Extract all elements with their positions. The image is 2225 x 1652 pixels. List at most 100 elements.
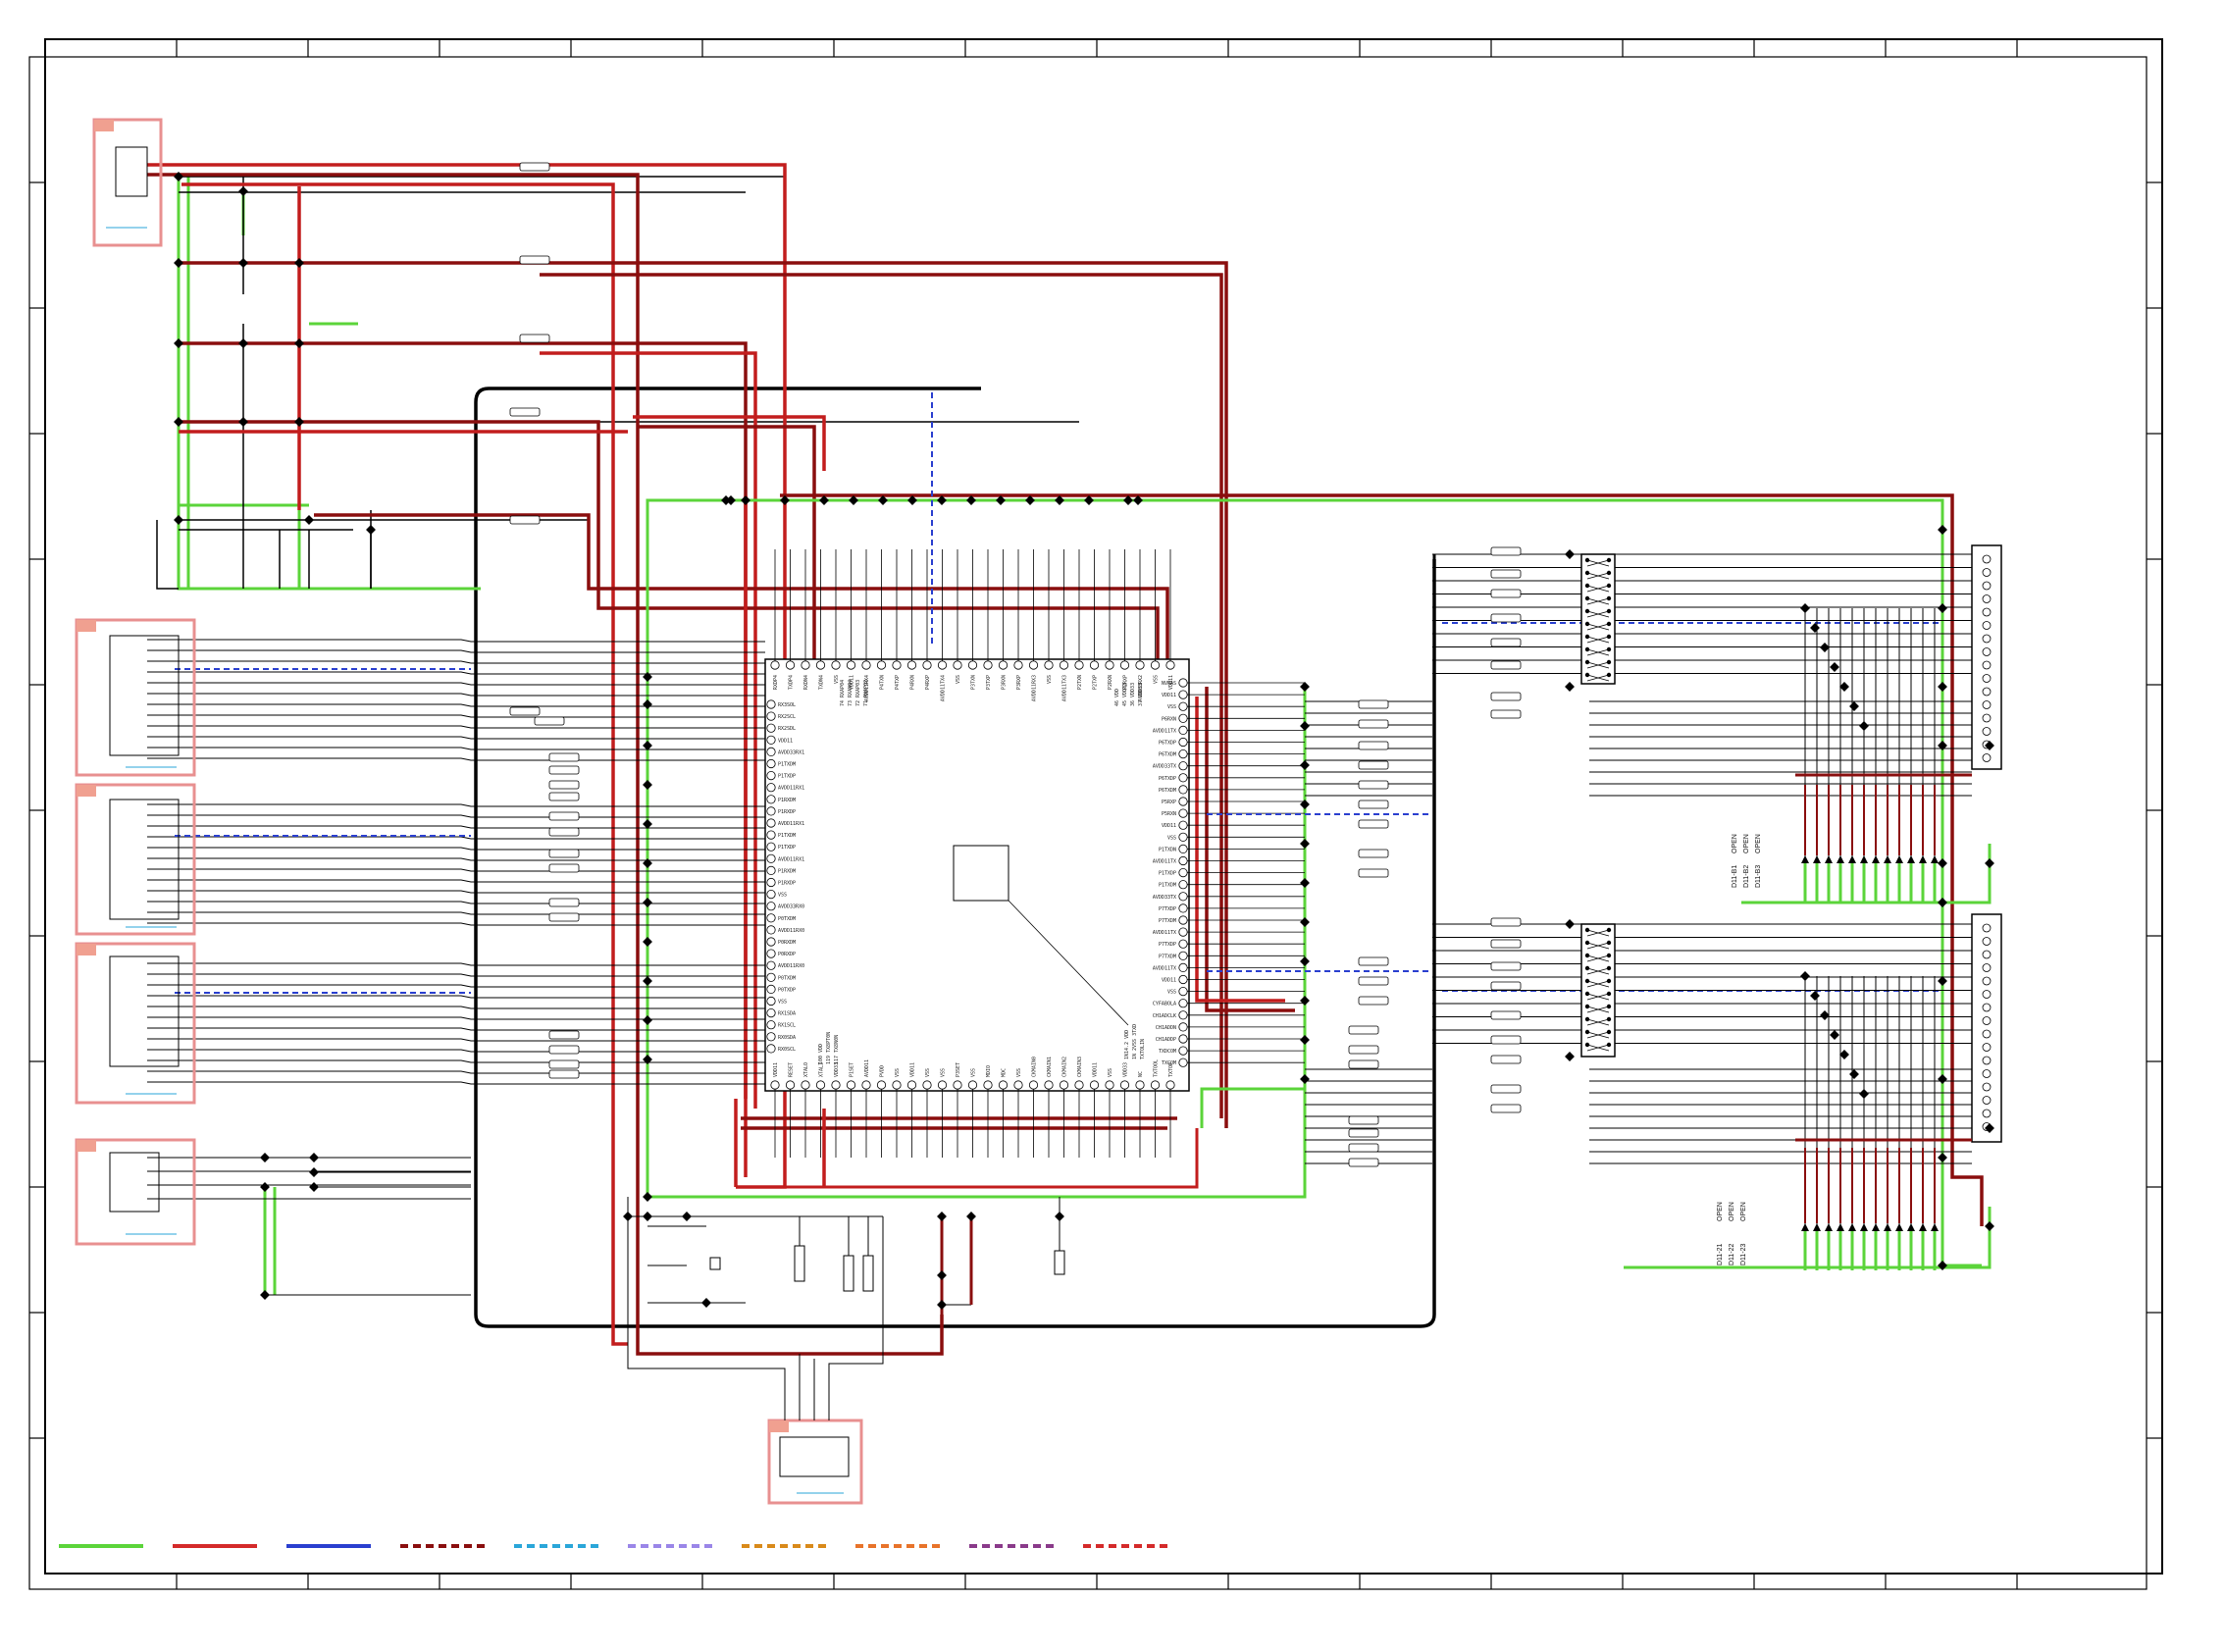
chip-pin-label-bottom: P3SET xyxy=(956,1062,961,1077)
chip-pin-left xyxy=(766,902,776,911)
chip-pin-bottom xyxy=(815,1080,826,1090)
connector-right-lower xyxy=(1971,913,2002,1143)
chip-pin-label-left: VSS xyxy=(778,1000,787,1006)
chip-pin-label-top: AVDD11RX3 xyxy=(1032,675,1038,701)
chip-pin-label-left: P1TXDP xyxy=(778,774,796,780)
chip-pin-bottom xyxy=(1119,1080,1130,1090)
diode-label-upper-3: D11-B3 xyxy=(1755,865,1762,888)
chip-pin-right xyxy=(1178,1034,1188,1044)
chip-inner-note-top: 73 RXAN04 xyxy=(848,680,854,706)
chip-pin-top xyxy=(922,660,932,670)
chip-pin-left xyxy=(766,818,776,828)
chip-pin-top xyxy=(1165,660,1175,670)
chip-pin-label-bottom: TXTOOL xyxy=(1154,1059,1160,1077)
chip-pin-right xyxy=(1178,867,1188,878)
chip-pin-label-top: P3TXP xyxy=(986,675,992,690)
connector-j3 xyxy=(75,783,196,936)
chip-pin-top xyxy=(861,660,871,670)
chip-pin-left xyxy=(766,758,776,769)
chip-pin-label-top: RXDN4 xyxy=(803,675,809,690)
chip-pin-label-bottom: VSS xyxy=(1108,1068,1113,1077)
chip-pin-right xyxy=(1178,832,1188,842)
diode-array-upper: D11-B1 D11-B2 D11-B3 OPEN OPEN OPEN xyxy=(1732,773,1992,904)
chip-pin-label-left: P1RXDP xyxy=(778,809,796,815)
chip-pin-right xyxy=(1178,999,1188,1008)
chip-pin-right xyxy=(1178,892,1188,902)
chip-pin-label-left: P0RXDM xyxy=(778,940,796,946)
chip-pin-right xyxy=(1178,974,1188,985)
chip-pin-label-top: VSS xyxy=(1154,675,1160,684)
power-filter-network xyxy=(177,177,481,591)
chip-pin-label-right: VDD11 xyxy=(1162,693,1176,698)
chip-pin-bottom xyxy=(1165,1080,1175,1090)
chip-pin-top xyxy=(937,660,948,670)
chip-pin-top xyxy=(1044,660,1054,670)
chip-pin-label-bottom: VDD33 xyxy=(834,1062,840,1077)
chip-pin-label-left: RX1SDA xyxy=(778,1011,796,1017)
chip-pin-label-right: CH1ADDN xyxy=(1156,1025,1176,1031)
chip-inner-note-top: 72 RXAP03 xyxy=(855,680,861,706)
connector-j1 xyxy=(92,118,163,247)
chip-pin-bottom xyxy=(1013,1080,1023,1090)
chip-pin-right xyxy=(1178,701,1188,711)
chip-pin-bottom xyxy=(876,1080,887,1090)
chip-pin-bottom xyxy=(801,1080,810,1090)
chip-pin-right xyxy=(1178,725,1188,736)
connector-j5 xyxy=(75,1138,196,1246)
chip-pin-label-right: P5RXN xyxy=(1162,811,1176,817)
chip-pin-left xyxy=(766,949,776,958)
chip-pin-right xyxy=(1178,797,1188,806)
chip-pin-right xyxy=(1178,761,1188,771)
chip-pin-label-right: P7TXDM xyxy=(1159,918,1176,924)
chip-pin-top xyxy=(1074,660,1084,670)
chip-pin-label-right: AVDD11TX xyxy=(1153,728,1176,734)
bottom-resistors-red xyxy=(785,1128,1199,1354)
chip-pin-bottom xyxy=(953,1080,962,1090)
diode-label-lower-2: D11-22 xyxy=(1729,1243,1735,1265)
chip-pin-label-left: AVDD11RX1 xyxy=(778,821,804,827)
chip-pin-label-right: VSS xyxy=(1167,990,1176,996)
chip-pin-label-right: P7TXDP xyxy=(1159,942,1176,948)
chip-pin-label-right: P1TXDM xyxy=(1159,883,1176,889)
chip-pin-right xyxy=(1178,844,1188,854)
chip-pin-top xyxy=(1028,660,1039,670)
chip-pin-top xyxy=(770,660,780,670)
chip-pin-label-top: TXDN4 xyxy=(819,675,825,690)
chip-pin-label-left: RX2SCL xyxy=(778,714,796,720)
chip-pin-label-bottom: CKMAIN2 xyxy=(1062,1057,1068,1077)
chip-pin-label-right: TXDCOM xyxy=(1159,1049,1176,1055)
chip-pin-label-left: AVDD11RX1 xyxy=(778,786,804,792)
chip-pin-label-bottom: VDD33 xyxy=(1123,1062,1129,1077)
chip-pin-right xyxy=(1178,986,1188,997)
green-power-rail xyxy=(263,498,1982,1295)
chip-inner-note-right: 45 VDD33 xyxy=(1122,683,1128,706)
chip-pin-label-top: P4RXN xyxy=(910,675,916,690)
chip-pin-left xyxy=(766,1008,776,1018)
chip-pin-label-bottom: CKMAIN3 xyxy=(1077,1057,1083,1077)
chip-pin-label-right: VSS xyxy=(1167,835,1176,841)
diode-label-lower-1: D11-21 xyxy=(1717,1243,1724,1265)
chip-pin-label-left: VSS xyxy=(778,893,787,899)
chip-pin-label-right: TXCOM xyxy=(1162,1060,1176,1066)
chip-pin-label-right: CYFABOLA xyxy=(1153,1002,1176,1007)
chip-pin-bottom xyxy=(967,1080,978,1090)
chip-pin-label-left: P0RXDP xyxy=(778,952,796,957)
chip-pin-left xyxy=(766,795,776,804)
diode-label-upper-2: D11-B2 xyxy=(1743,865,1750,888)
chip-pin-label-right: AVDD33TX xyxy=(1153,764,1176,770)
chip-pin-left xyxy=(766,960,776,970)
chip-pin-label-right: P6RXN xyxy=(1162,716,1176,722)
chip-pin-label-bottom: NC xyxy=(1138,1071,1144,1077)
junction-dots xyxy=(174,172,1994,1310)
chip-inner-note-right: 37 VDD33 xyxy=(1138,683,1144,706)
connector-j4 xyxy=(75,942,196,1105)
chip-pin-right xyxy=(1178,749,1188,759)
chip-pin-label-top: VDD11 xyxy=(850,675,855,690)
chip-pin-label-left: VDD11 xyxy=(778,738,793,744)
chip-pin-label-right: CH1ADDP xyxy=(1156,1037,1176,1043)
chip-inner-note-left: 100 VDD xyxy=(818,1044,824,1064)
chip-pin-label-left: AVDD33RX1 xyxy=(778,749,804,755)
chip-pin-label-left: RX2SDL xyxy=(778,726,796,732)
chip-pin-label-right: VDD11 xyxy=(1162,978,1176,984)
chip-inner-note-left: 119 TX8PT0N xyxy=(826,1032,832,1064)
